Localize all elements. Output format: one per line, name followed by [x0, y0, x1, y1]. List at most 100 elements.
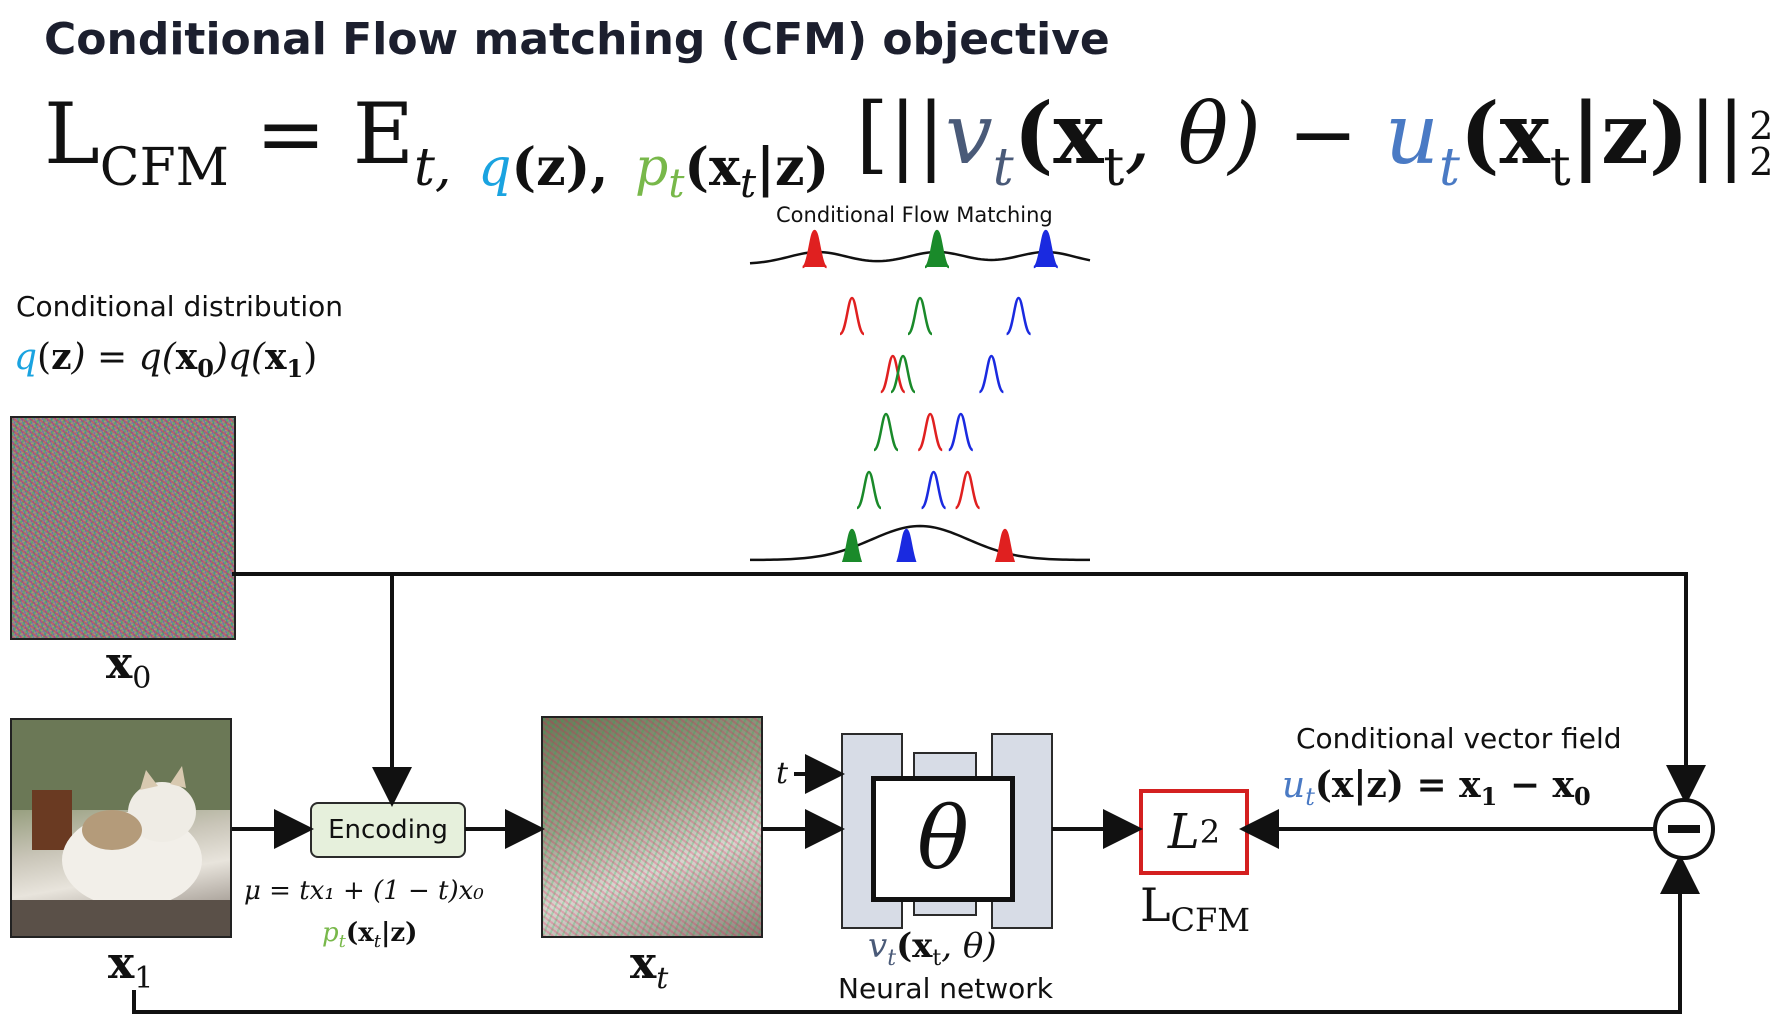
noise-image-x0 — [10, 416, 236, 640]
eq-u-arg: (x — [1459, 84, 1550, 183]
pt-label: pt(xt|z) — [322, 918, 417, 952]
cfm-peak-row6-red — [994, 528, 1016, 562]
eq-equals: = — [255, 85, 326, 183]
cfm-peak-row4-green — [873, 412, 899, 452]
eq-u-arg-rest: |z) — [1570, 84, 1689, 183]
cvf-rest: (x|z) = x — [1314, 764, 1481, 806]
eq-lhs: L — [44, 85, 100, 183]
cvf-label: Conditional vector field — [1296, 722, 1622, 755]
cvf-rest2: − x — [1497, 764, 1575, 806]
cfm-objective-equation: LCFM = Et, q(z), pt(xt|z) [||vt(xt, θ) −… — [44, 92, 1777, 205]
cond-dist-p3: )q( — [213, 337, 266, 378]
cfm-peak-row1-blue — [1033, 229, 1059, 269]
l2-main: L — [1167, 804, 1200, 860]
cond-dist-p4: ) — [303, 337, 318, 378]
cvf-sub1: 1 — [1480, 782, 1498, 812]
cond-dist-x0-sub: 0 — [197, 354, 214, 384]
cfm-peak-row2-red — [839, 296, 865, 336]
cond-dist-p1: ( — [37, 337, 52, 378]
label-xt-main: x — [630, 938, 657, 989]
lcfm-main: L — [1140, 878, 1171, 932]
cond-dist-label: Conditional distribution — [16, 290, 344, 323]
lcfm-sub: CFM — [1170, 901, 1250, 940]
label-x1-main: x — [108, 938, 135, 989]
eq-u-arg-sub: t — [1549, 138, 1571, 198]
theta-symbol: θ — [917, 789, 969, 889]
cond-dist-x0: x — [175, 336, 198, 378]
pt-label-rest-sub: t — [373, 931, 381, 953]
l2-sub: 2 — [1199, 813, 1221, 851]
cfm-peak-row5-blue — [920, 470, 947, 510]
vt-label-v: v — [868, 926, 888, 966]
label-x1-sub: 1 — [134, 960, 154, 996]
slide-title: Conditional Flow matching (CFM) objectiv… — [44, 14, 1110, 65]
pt-label-rest: (x — [345, 918, 374, 948]
eq-sub-parg: (x — [684, 137, 740, 198]
cfm-bottom-distribution-curve — [749, 524, 1091, 562]
pt-label-p-sub: t — [338, 931, 346, 953]
cfm-plot-title: Conditional Flow Matching — [776, 203, 1053, 227]
eq-sub-pt: t — [668, 161, 685, 207]
encoding-label: Encoding — [328, 815, 448, 845]
cond-dist-p2: ) = q( — [71, 337, 176, 378]
nn-label: Neural network — [838, 972, 1053, 1005]
eq-sub-qarg: (z), — [511, 137, 609, 198]
cfm-peak-row4-blue — [948, 412, 974, 452]
vt-label-rest2: , θ) — [941, 926, 997, 966]
vt-label-v-sub: t — [887, 945, 897, 971]
theta-box: θ — [871, 776, 1015, 902]
connector-x1-to-minus — [132, 854, 1700, 1014]
cfm-peak-row3-blue — [978, 354, 1005, 394]
vt-label-rest-sub: t — [932, 945, 942, 971]
cvf-formula: ut(x|z) = x1 − x0 — [1282, 764, 1591, 811]
connector-x0-to-minus — [232, 572, 1706, 805]
vt-label: vt(xt, θ) — [868, 926, 997, 971]
cfm-top-distribution-curve — [749, 250, 1091, 265]
eq-v-arg-sub: t — [1103, 138, 1125, 198]
cfm-peak-row6-green — [841, 528, 863, 562]
eq-u-sub: t — [1438, 138, 1460, 198]
eq-u: u — [1384, 85, 1439, 183]
eq-lhs-sub: CFM — [99, 138, 229, 198]
cvf-sub0: 0 — [1574, 782, 1591, 812]
eq-sub-p: p — [635, 138, 669, 198]
eq-sub-parg-z: |z) — [756, 137, 830, 198]
cfm-peak-row6-blue — [896, 528, 917, 562]
eq-expectation: E — [352, 85, 415, 183]
eq-norm: || — [1688, 85, 1746, 183]
eq-sub-t: t, — [414, 138, 452, 198]
label-x0-main: x — [106, 638, 133, 689]
label-xt-sub: t — [656, 960, 669, 996]
cond-dist-x1: x — [265, 336, 287, 378]
eq-v: v — [945, 85, 993, 183]
eq-sub-parg-t: t — [740, 161, 757, 207]
pt-label-p: p — [322, 918, 339, 948]
minus-node-bar-icon — [1668, 825, 1700, 833]
cfm-plot — [749, 229, 1091, 562]
eq-v-sub: t — [992, 138, 1014, 198]
cfm-peak-row1-red — [801, 229, 828, 269]
cond-dist-x1-sub: 1 — [286, 354, 304, 384]
vt-label-rest: (x — [896, 926, 933, 966]
eq-sub-q: q — [478, 138, 512, 198]
cond-dist-formula: q(z) = q(x0)q(x1) — [14, 336, 317, 383]
cfm-peak-row5-green — [856, 470, 882, 510]
eq-v-arg: (x — [1013, 84, 1104, 183]
lcfm-label: LCFM — [1140, 878, 1250, 939]
cfm-peak-row3-red — [880, 354, 906, 394]
label-x0-sub: 0 — [132, 660, 152, 696]
label-x0: x0 — [106, 638, 151, 696]
pt-label-rest2: |z) — [380, 918, 418, 948]
cfm-peak-row3-green — [890, 354, 916, 394]
cond-dist-q: q — [14, 337, 38, 378]
cfm-peak-row1-green — [924, 229, 950, 269]
cfm-peak-row5-red — [954, 470, 981, 510]
t-input-label: t — [776, 756, 789, 791]
cfm-peak-row2-blue — [1005, 296, 1032, 336]
eq-norm-sub: 2 — [1749, 140, 1774, 184]
label-xt: xt — [630, 938, 668, 996]
eq-minus: − — [1287, 85, 1359, 183]
cond-dist-z: z — [51, 336, 72, 378]
